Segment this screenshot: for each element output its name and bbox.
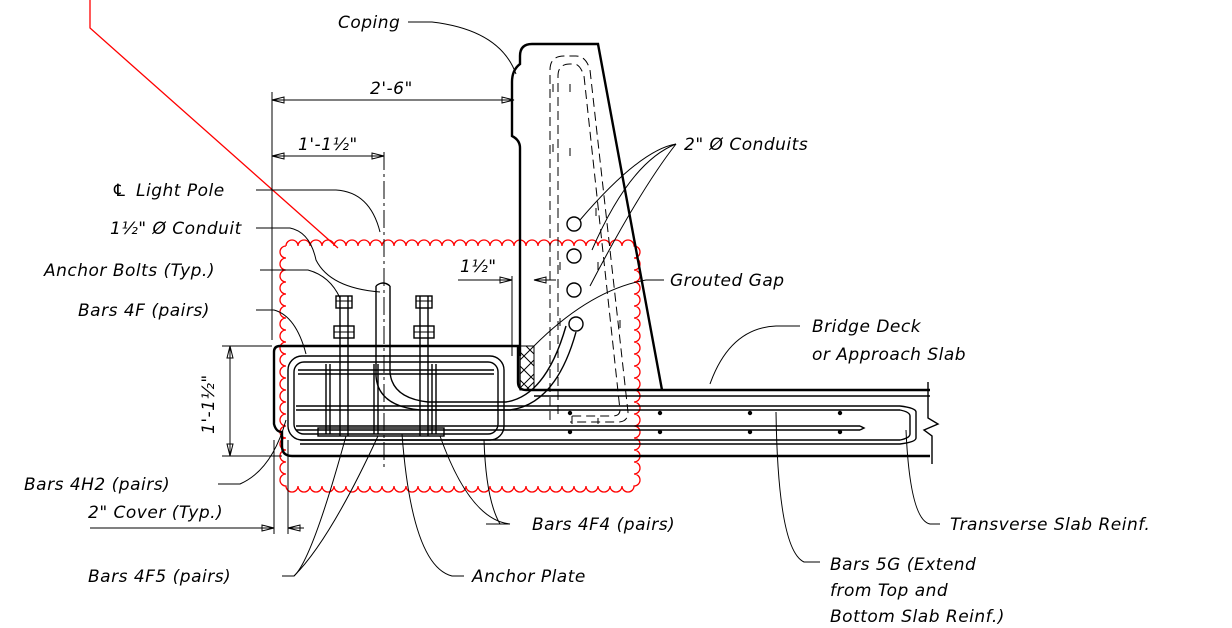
label-bars-4f: Bars 4F (pairs)	[78, 301, 210, 321]
label-bars-5g-1: Bars 5G (Extend	[830, 555, 976, 575]
label-bridge-deck-2: or Approach Slab	[812, 345, 966, 365]
label-cover: 2" Cover (Typ.)	[88, 503, 223, 523]
label-bars-5g-3: Bottom Slab Reinf.)	[830, 607, 1005, 627]
conduits-2in	[566, 216, 584, 332]
anchor-plate	[317, 427, 445, 437]
dimension-cover	[90, 440, 304, 534]
leader-lines	[218, 21, 940, 577]
label-anchor-plate: Anchor Plate	[471, 567, 586, 587]
dimension-1ft-1-5in	[271, 152, 385, 160]
label-bridge-deck-1: Bridge Deck	[812, 317, 922, 337]
dimension-vertical	[222, 345, 282, 457]
label-grouted-gap: Grouted Gap	[670, 271, 785, 291]
label-coping: Coping	[338, 13, 400, 33]
label-light-pole: Light Pole	[136, 181, 225, 201]
revision-cloud-path	[279, 239, 641, 493]
conduit-cap	[375, 282, 391, 287]
dimension-1-5in	[458, 276, 556, 356]
label-conduits-2in: 2" Ø Conduits	[684, 135, 808, 155]
label-bars-4f4: Bars 4F4 (pairs)	[532, 515, 675, 535]
anchor-bolt-left	[333, 295, 355, 436]
anchor-bolt-right	[413, 295, 435, 436]
label-bars-5g-2: from Top and	[830, 581, 948, 601]
pedestal-outline	[272, 344, 930, 458]
revision-cloud	[279, 239, 641, 493]
conduit-1-5in	[375, 286, 577, 411]
coping-reinforcement	[549, 55, 629, 423]
label-dim-1-half: 1½"	[460, 257, 497, 277]
revision-leader-line	[89, 0, 339, 249]
dimension-2ft-6in	[271, 92, 515, 340]
centerline-icon: ℄	[113, 181, 125, 201]
slab-break-symbol	[922, 382, 940, 464]
label-conduit-small: 1½" Ø Conduit	[110, 219, 243, 239]
label-bars-4h2: Bars 4H2 (pairs)	[24, 475, 170, 495]
pedestal-reinforcing-cage	[287, 355, 505, 441]
label-dim-1-1-half: 1'-1½"	[298, 135, 358, 155]
label-dim-2-6: 2'-6"	[370, 79, 413, 99]
label-dim-vertical: 1'-1½"	[199, 374, 219, 434]
grouted-gap-hatch	[519, 345, 535, 391]
slab-reinforcement	[296, 405, 917, 445]
label-transverse: Transverse Slab Reinf.	[950, 515, 1150, 535]
label-anchor-bolts: Anchor Bolts (Typ.)	[43, 261, 215, 281]
label-bars-4f5: Bars 4F5 (pairs)	[88, 567, 231, 587]
coping-bar-marks	[552, 84, 621, 424]
bar-5g-dots	[567, 410, 843, 435]
